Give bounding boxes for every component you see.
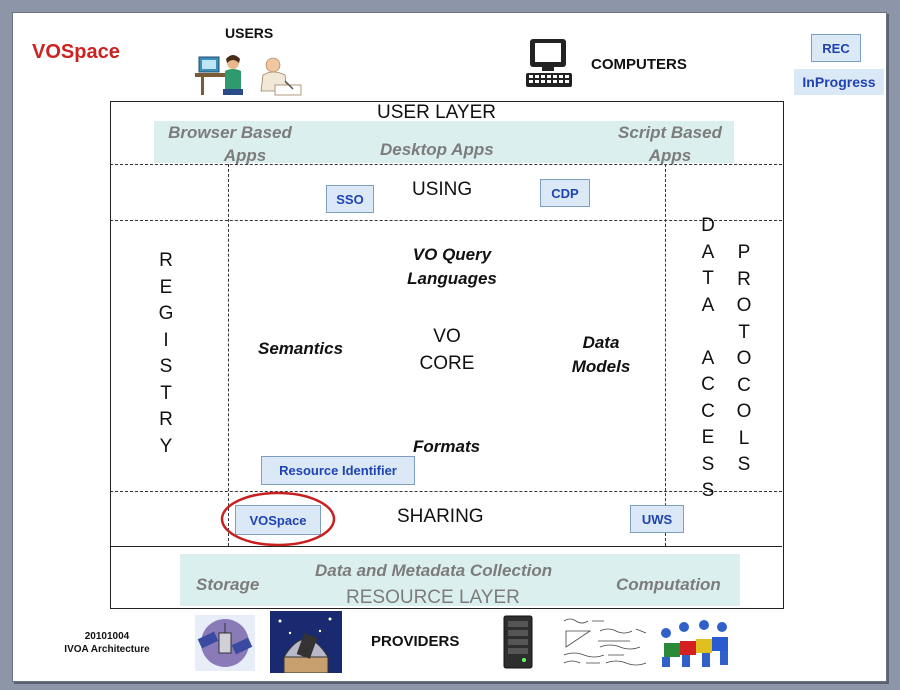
architecture-frame bbox=[110, 101, 784, 609]
core-top-divider bbox=[110, 220, 782, 221]
data-access-divider bbox=[665, 164, 666, 546]
registry-letter: I bbox=[163, 329, 169, 351]
data-access-letter: T bbox=[702, 268, 714, 289]
protocols-letter: S bbox=[737, 454, 751, 475]
storage-label: Storage bbox=[196, 575, 260, 594]
script-apps-line1: Script Based bbox=[618, 123, 722, 142]
protocols-letter: L bbox=[738, 427, 750, 449]
protocols-letter: O bbox=[736, 295, 752, 316]
cdp-badge: CDP bbox=[540, 179, 590, 207]
protocols-letter: O bbox=[736, 401, 752, 422]
protocols-vertical: P R O T O C O L S bbox=[734, 240, 754, 479]
browser-apps-line2: Apps bbox=[223, 146, 267, 165]
uws-badge: UWS bbox=[630, 505, 684, 533]
registry-letter: G bbox=[158, 303, 174, 324]
script-apps-line2: Apps bbox=[648, 146, 692, 165]
data-models-line1: Data bbox=[582, 333, 620, 352]
footer-date: 20101004 bbox=[84, 631, 130, 642]
browser-apps-line1: Browser Based bbox=[168, 123, 292, 142]
registry-letter: E bbox=[159, 276, 173, 298]
slide-title: VOSpace bbox=[32, 41, 120, 63]
registry-letter: T bbox=[160, 382, 172, 404]
satellite-icon bbox=[195, 615, 255, 671]
script-based-apps: Script Based Apps bbox=[605, 121, 735, 167]
resource-identifier-badge: Resource Identifier bbox=[261, 456, 415, 485]
registry-letter: R bbox=[159, 250, 173, 271]
data-access-letter: A bbox=[701, 294, 715, 316]
protocols-letter: O bbox=[736, 348, 752, 369]
protocols-letter: C bbox=[737, 374, 751, 396]
vo-query-languages: VO Query Languages bbox=[387, 243, 517, 291]
registry-letter: S bbox=[159, 356, 173, 377]
data-models-label: Data Models bbox=[561, 331, 641, 379]
data-access-letter: S bbox=[701, 453, 715, 475]
data-access-letter: E bbox=[701, 427, 715, 448]
data-access-letter: C bbox=[701, 374, 715, 395]
resource-layer-band bbox=[180, 554, 740, 606]
sharing-label: SHARING bbox=[397, 506, 484, 527]
data-access-letter: S bbox=[701, 480, 715, 501]
registry-divider bbox=[228, 164, 229, 546]
sharing-top-divider bbox=[110, 491, 782, 492]
vospace-badge: VOSpace bbox=[235, 505, 321, 535]
footer-doc-info: 20101004 IVOA Architecture bbox=[47, 630, 167, 656]
protocols-letter: R bbox=[737, 268, 751, 290]
providers-label: PROVIDERS bbox=[371, 633, 460, 650]
vo-query-line2: Languages bbox=[407, 269, 497, 288]
vo-query-line1: VO Query bbox=[412, 245, 492, 264]
collaboration-puzzle-icon bbox=[654, 613, 736, 671]
user-at-desk-icon bbox=[195, 55, 243, 95]
data-access-letter: A bbox=[701, 241, 715, 263]
user-layer-band bbox=[154, 121, 734, 163]
data-models-line2: Models bbox=[571, 357, 631, 376]
data-metadata-collection: Data and Metadata Collection bbox=[315, 561, 553, 580]
data-access-letter: D bbox=[701, 215, 715, 236]
rec-badge: REC bbox=[811, 34, 861, 62]
desktop-apps: Desktop Apps bbox=[380, 140, 494, 159]
users-label: USERS bbox=[225, 25, 274, 41]
data-access-gap bbox=[698, 319, 718, 346]
computer-icon bbox=[526, 39, 572, 87]
registry-letter: R bbox=[159, 409, 173, 430]
resource-layer-title: RESOURCE LAYER bbox=[346, 587, 520, 608]
user-writing-icon bbox=[260, 57, 302, 96]
data-access-letter: A bbox=[701, 347, 715, 369]
highlight-ellipse bbox=[220, 491, 336, 547]
user-layer-title: USER LAYER bbox=[377, 102, 496, 123]
computation-label: Computation bbox=[616, 575, 721, 594]
formats-label: Formats bbox=[413, 437, 481, 456]
semantics-label: Semantics bbox=[258, 339, 344, 358]
data-access-vertical: D A T A A C C E S S bbox=[698, 213, 718, 505]
inprogress-badge: InProgress bbox=[794, 69, 884, 95]
observatory-icon bbox=[270, 611, 342, 673]
server-icon bbox=[503, 615, 533, 669]
computers-label: COMPUTERS bbox=[591, 56, 687, 73]
math-formulas-icon bbox=[560, 613, 650, 671]
vo-core-line1: VO bbox=[433, 326, 461, 347]
browser-based-apps: Browser Based Apps bbox=[155, 121, 305, 167]
slide: VOSpace USERS COMPUTERS REC InProgress bbox=[12, 12, 887, 682]
registry-letter: Y bbox=[159, 435, 173, 457]
using-top-divider bbox=[110, 164, 782, 165]
registry-vertical: R E G I S T R Y bbox=[156, 248, 176, 460]
resource-top-divider bbox=[110, 546, 782, 547]
footer-doc-title: IVOA Architecture bbox=[64, 644, 150, 655]
sso-badge: SSO bbox=[326, 185, 374, 213]
protocols-letter: T bbox=[738, 321, 750, 343]
data-access-letter: C bbox=[701, 400, 715, 422]
vo-core-line2: CORE bbox=[419, 353, 475, 374]
vo-core-label: VO CORE bbox=[407, 323, 487, 377]
protocols-letter: P bbox=[737, 242, 751, 263]
using-label: USING bbox=[412, 179, 473, 200]
